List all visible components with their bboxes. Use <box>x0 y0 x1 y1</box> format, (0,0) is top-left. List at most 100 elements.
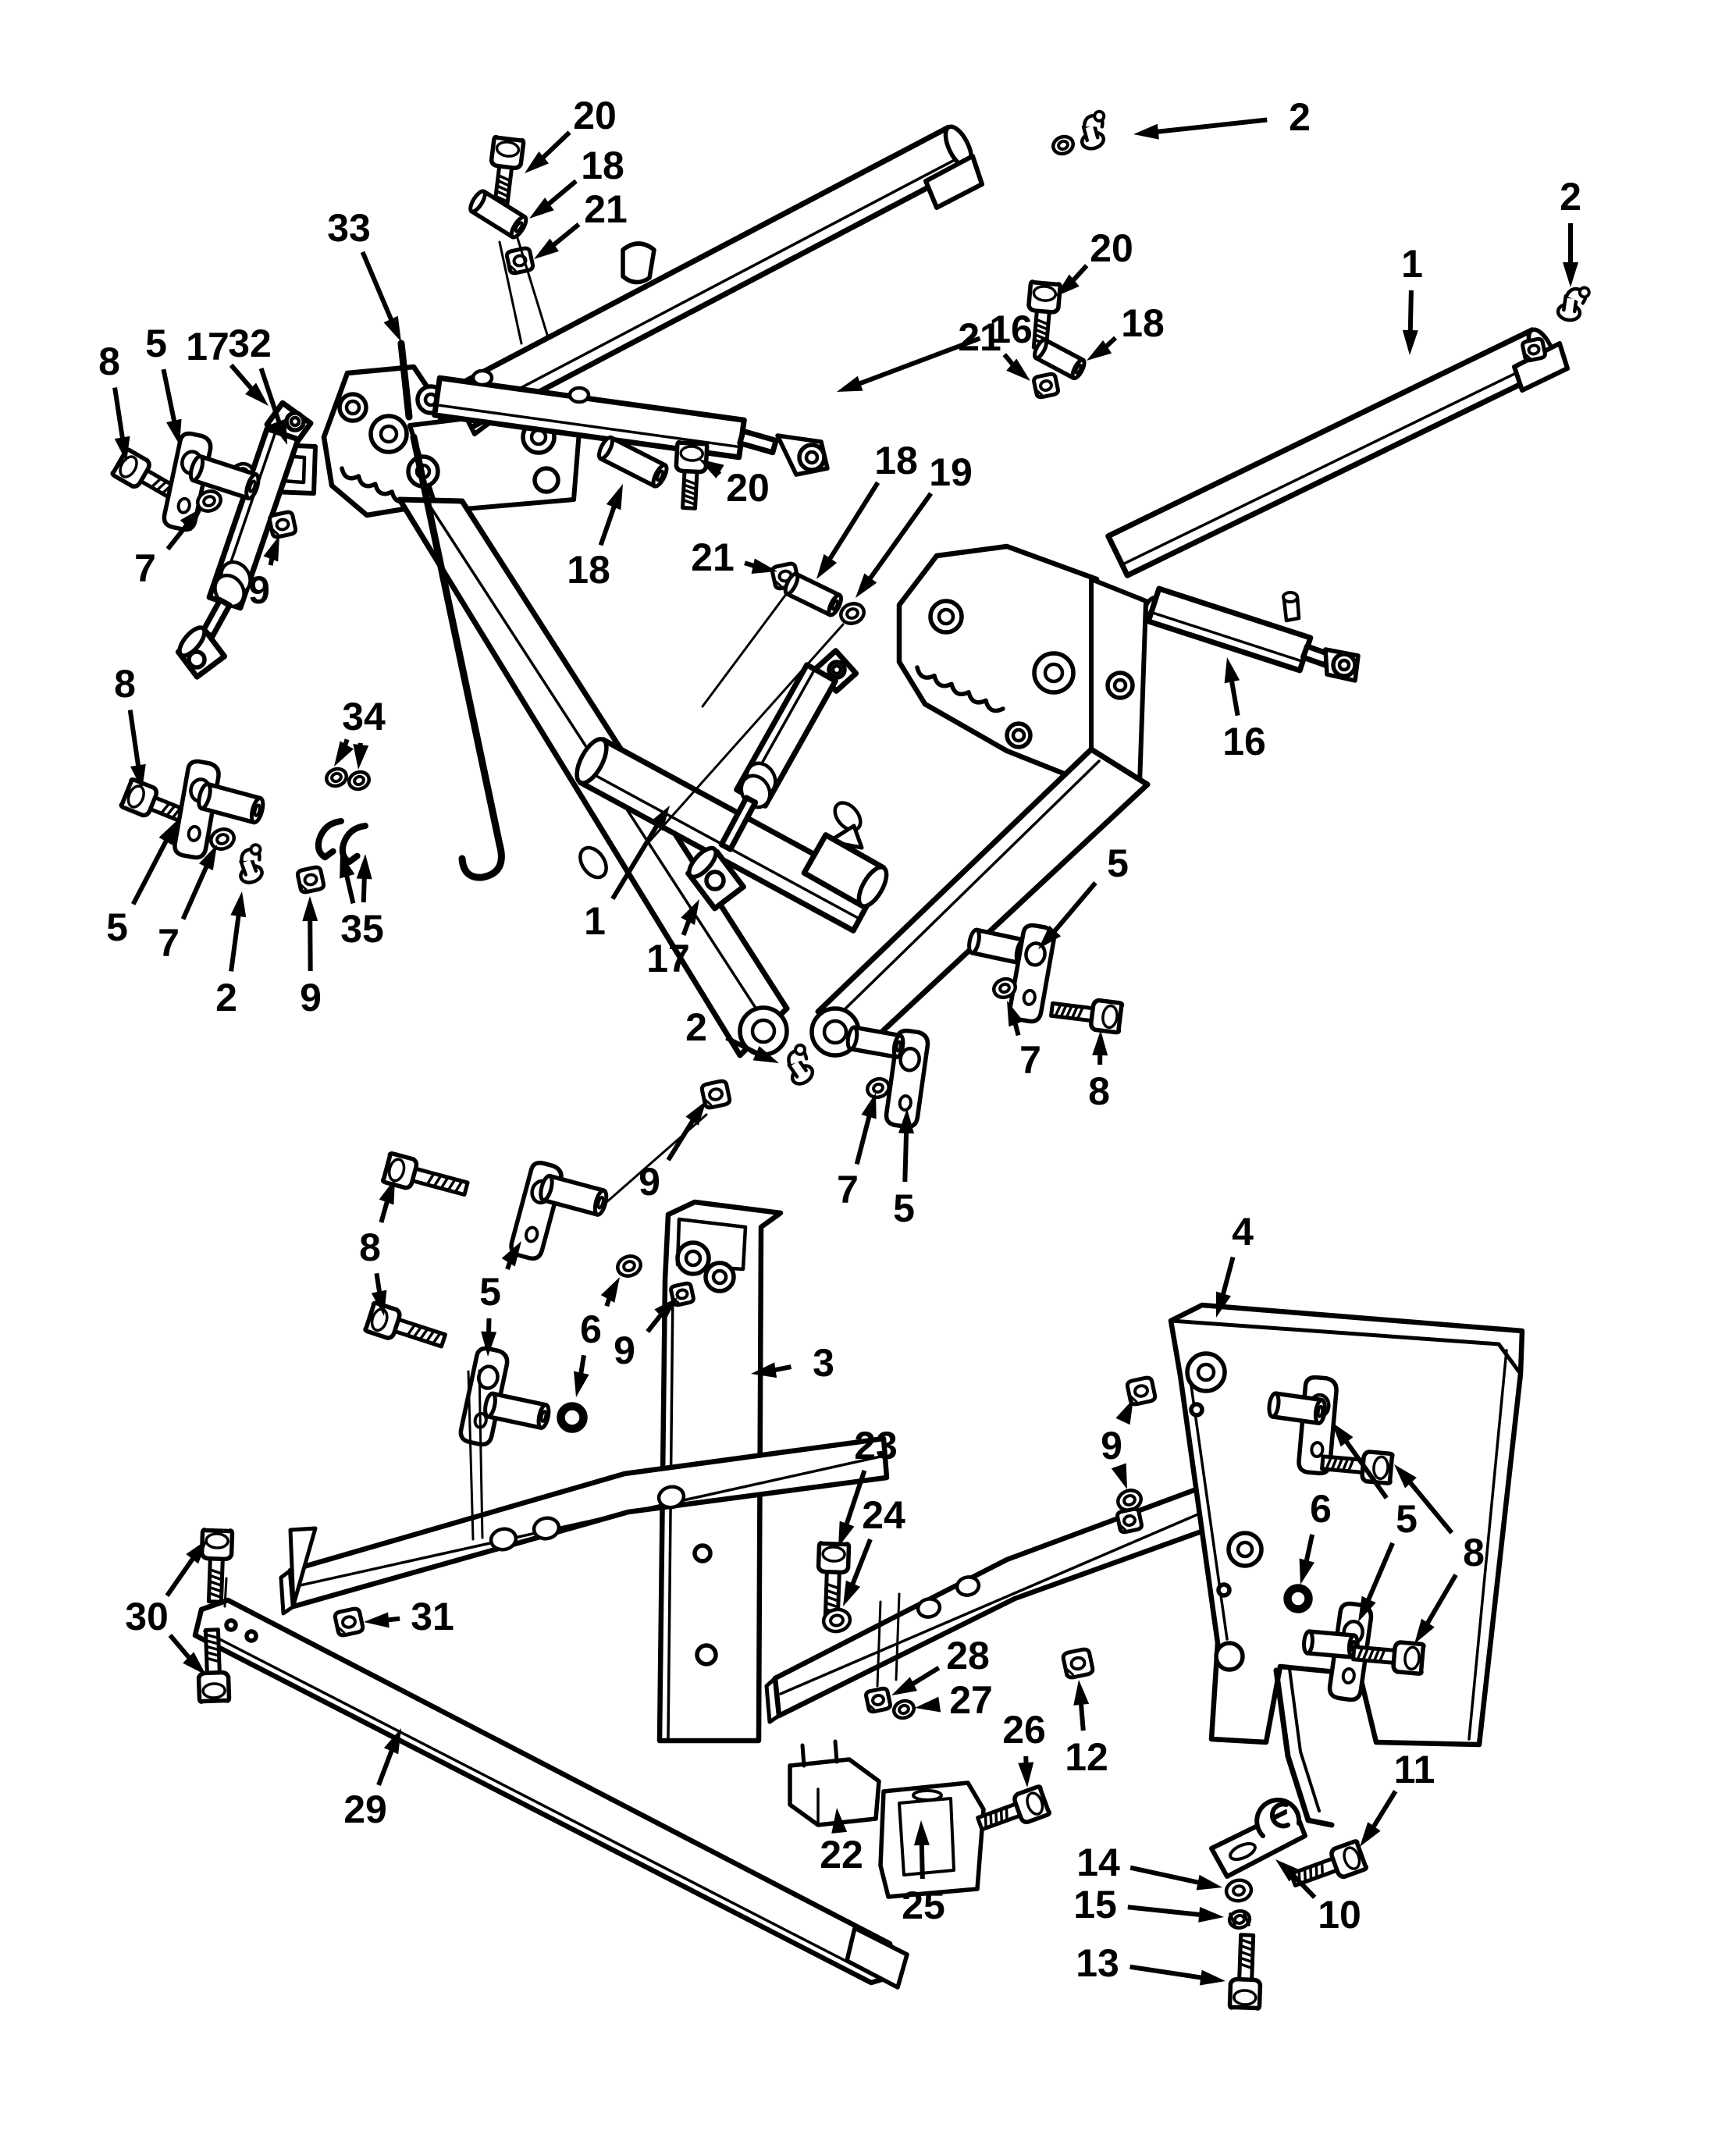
detail-line <box>667 1286 674 1739</box>
channel-end <box>279 1568 296 1616</box>
leader-arrow <box>842 1469 867 1531</box>
pin-end-hole <box>1074 363 1083 375</box>
callout-9-16: 9 <box>248 535 279 612</box>
detail-line <box>159 802 171 815</box>
leader-arrow <box>1219 1256 1236 1300</box>
left-leg-eye-hole <box>750 1018 777 1044</box>
detail-line <box>508 264 517 272</box>
pin-end <box>597 435 614 461</box>
callout-14-62: 14 <box>1076 1841 1222 1891</box>
callout-label: 1 <box>1401 242 1423 286</box>
cyl-rod <box>737 428 779 456</box>
boss-hole <box>344 399 361 416</box>
bolt-head-chamfer <box>1026 1791 1044 1816</box>
callout-7-33: 7 <box>1007 1001 1041 1082</box>
part-clevis-pin <box>1267 1391 1327 1425</box>
callout-label: 21 <box>958 315 1001 359</box>
leader-arrow <box>112 387 126 444</box>
callout-19-21: 19 <box>856 450 973 598</box>
callout-12-54: 12 <box>1065 1680 1108 1779</box>
leader-arrowhead <box>681 899 699 925</box>
leader-arrowhead <box>600 1277 620 1303</box>
washer-ring-hole <box>330 771 343 784</box>
callout-label: 23 <box>854 1424 898 1467</box>
detail-line <box>1035 389 1044 397</box>
bolt-head-chamfer <box>1343 1846 1361 1870</box>
detail-line <box>682 483 698 491</box>
leader-arrowhead <box>1055 274 1080 297</box>
boss-hole <box>1236 1540 1254 1559</box>
detail-line <box>336 1625 346 1635</box>
callout-8-23: 8 <box>114 662 146 790</box>
diagram-shape <box>1093 109 1106 123</box>
diagram-shape <box>1022 988 1037 1006</box>
callout-5-41: 5 <box>479 1241 521 1357</box>
leader-arrow <box>1129 1865 1205 1887</box>
detail-line <box>681 498 697 507</box>
leader-arrow <box>853 336 981 388</box>
detail-line <box>1346 1457 1355 1473</box>
leader-arrow <box>610 820 662 901</box>
leader-arrow <box>1422 1573 1458 1630</box>
detail-line <box>1341 1457 1350 1472</box>
boss <box>704 870 726 891</box>
callout-2-35: 2 <box>685 1005 779 1063</box>
bolt-head-chamfer <box>119 455 138 478</box>
callout-label: 7 <box>158 921 180 965</box>
callout-29-57: 29 <box>343 1728 401 1831</box>
right-leg-eye-hole <box>822 1019 848 1045</box>
callout-label: 24 <box>862 1493 905 1537</box>
leader-arrow <box>127 710 142 772</box>
detail-line <box>431 1331 442 1346</box>
part-clevis-pin <box>197 781 265 825</box>
leader-arrowhead <box>685 1101 706 1126</box>
callout-2-26: 2 <box>215 891 247 1019</box>
detail-line <box>208 1580 223 1588</box>
diagram-shape <box>176 496 191 514</box>
detail-line <box>1238 1962 1254 1970</box>
leader-arrow <box>1129 1964 1208 1981</box>
mast-strap <box>1273 1667 1335 1828</box>
cyl-rod <box>718 795 759 852</box>
leader-arrowhead <box>751 558 777 574</box>
callout-label: 7 <box>134 546 156 590</box>
detail-line <box>495 184 510 193</box>
callout-label: 17 <box>646 937 690 980</box>
callout-label: 15 <box>1073 1883 1117 1926</box>
leader-arrow <box>1407 290 1414 337</box>
boss-hole <box>289 415 301 428</box>
leader-arrowhead <box>371 1289 387 1316</box>
part-clevis-pin <box>483 1391 551 1430</box>
callout-label: 25 <box>902 1884 945 1927</box>
leader-arrowhead <box>915 1696 941 1713</box>
leader-arrowhead <box>481 1331 497 1357</box>
leader-arrowhead <box>649 806 670 831</box>
leader-arrowhead <box>1073 1680 1090 1706</box>
part-clevis-pin <box>188 454 261 501</box>
boss <box>1189 1402 1204 1418</box>
part-hex-nut <box>1032 372 1060 400</box>
leader-arrow <box>919 1838 925 1880</box>
callout-label: 32 <box>228 322 272 365</box>
callout-30-55: 30 <box>125 1539 208 1675</box>
part-grease-fitting <box>239 843 264 884</box>
callout-1-5: 1 <box>1401 242 1423 355</box>
leader-arrowhead <box>263 535 279 562</box>
detail-line <box>1034 318 1050 326</box>
callout-label: 34 <box>342 695 386 738</box>
detail-line <box>1314 1862 1318 1880</box>
washer-24-hole <box>829 1613 845 1627</box>
leader-arrow <box>1364 1542 1395 1606</box>
leader-arrowhead <box>654 1297 678 1321</box>
washer-ring-hole <box>898 1703 910 1716</box>
leader-arrowhead <box>838 1521 855 1547</box>
leader-arrowhead <box>699 459 724 478</box>
callout-label: 8 <box>359 1225 381 1269</box>
callout-7-25: 7 <box>158 845 217 965</box>
callout-label: 5 <box>479 1270 501 1314</box>
nut-hole <box>1069 1656 1087 1671</box>
arm-hole <box>955 1575 981 1597</box>
detail-line <box>1372 1647 1381 1663</box>
leader-arrowhead <box>1215 1291 1232 1318</box>
part-hex-nut <box>504 246 535 276</box>
